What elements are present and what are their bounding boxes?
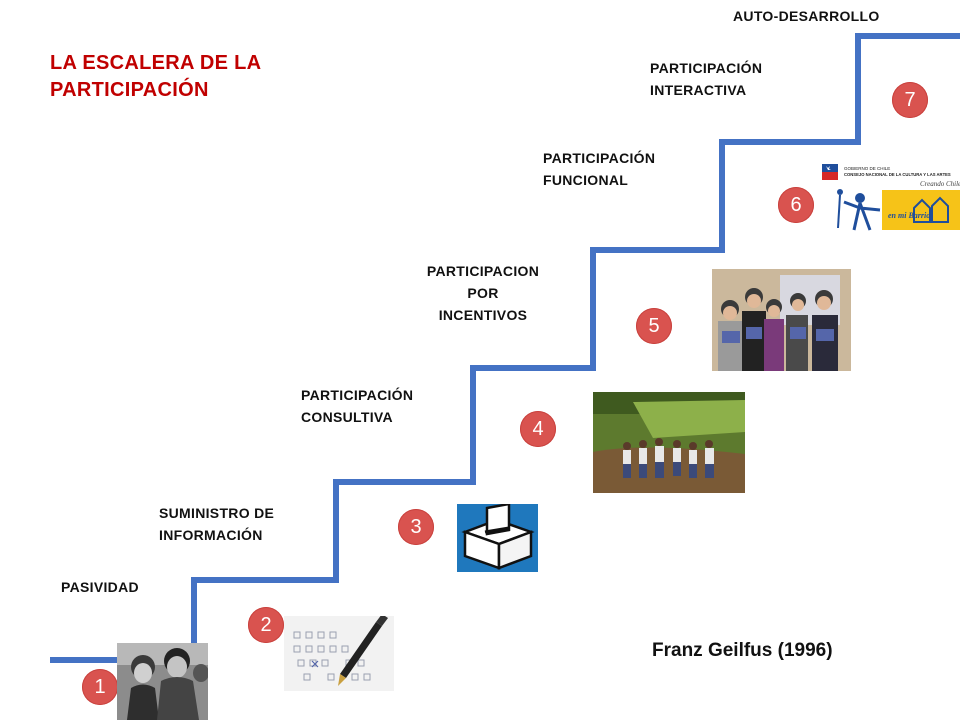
- step-number-badge-1: 1: [82, 669, 118, 705]
- step-label-5: PARTICIPACIÓN FUNCIONAL: [543, 150, 656, 188]
- gov-logo-text: GOBIERNO DE CHILE: [844, 166, 890, 171]
- step-number-badge-7: 7: [892, 82, 928, 118]
- step-label-3: PARTICIPACIÓN CONSULTIVA: [301, 387, 414, 425]
- step-number-badge-3: 3: [398, 509, 434, 545]
- title-line-2: PARTICIPACIÓN: [50, 79, 209, 101]
- step-label-7: AUTO-DESARROLLO: [733, 8, 880, 24]
- step-label-6: PARTICIPACIÓN INTERACTIVA: [650, 60, 763, 98]
- ballot-box-icon: [457, 504, 538, 572]
- diagram-title: LA ESCALERA DE LA PARTICIPACIÓN: [50, 50, 261, 104]
- slogan-logo-text: Creando Chile: [920, 180, 960, 188]
- step-label-4: PARTICIPACION POR INCENTIVOS: [426, 263, 540, 323]
- group-certificates-photo: [712, 269, 851, 371]
- author-credit: Franz Geilfus (1996): [652, 640, 833, 661]
- step-number-badge-5: 5: [636, 308, 672, 344]
- barrio-logo-text: en mi Barrio: [888, 211, 930, 220]
- barrio-program-logo: GOBIERNO DE CHILE CONSEJO NACIONAL DE LA…: [820, 158, 960, 234]
- step-label-2: SUMINISTRO DE INFORMACIÓN: [159, 505, 275, 543]
- title-line-1: LA ESCALERA DE LA: [50, 52, 262, 74]
- step-number-badge-2: 2: [248, 607, 284, 643]
- community-work-photo: [593, 392, 745, 493]
- step-number-badge-4: 4: [520, 411, 556, 447]
- test-sheet-pen-image: [284, 616, 394, 691]
- step-number-badge-6: 6: [778, 187, 814, 223]
- council-logo-text: CONSEJO NACIONAL DE LA CULTURA Y LAS ART…: [844, 172, 951, 177]
- children-photo: [117, 643, 208, 720]
- step-label-1: PASIVIDAD: [61, 579, 139, 595]
